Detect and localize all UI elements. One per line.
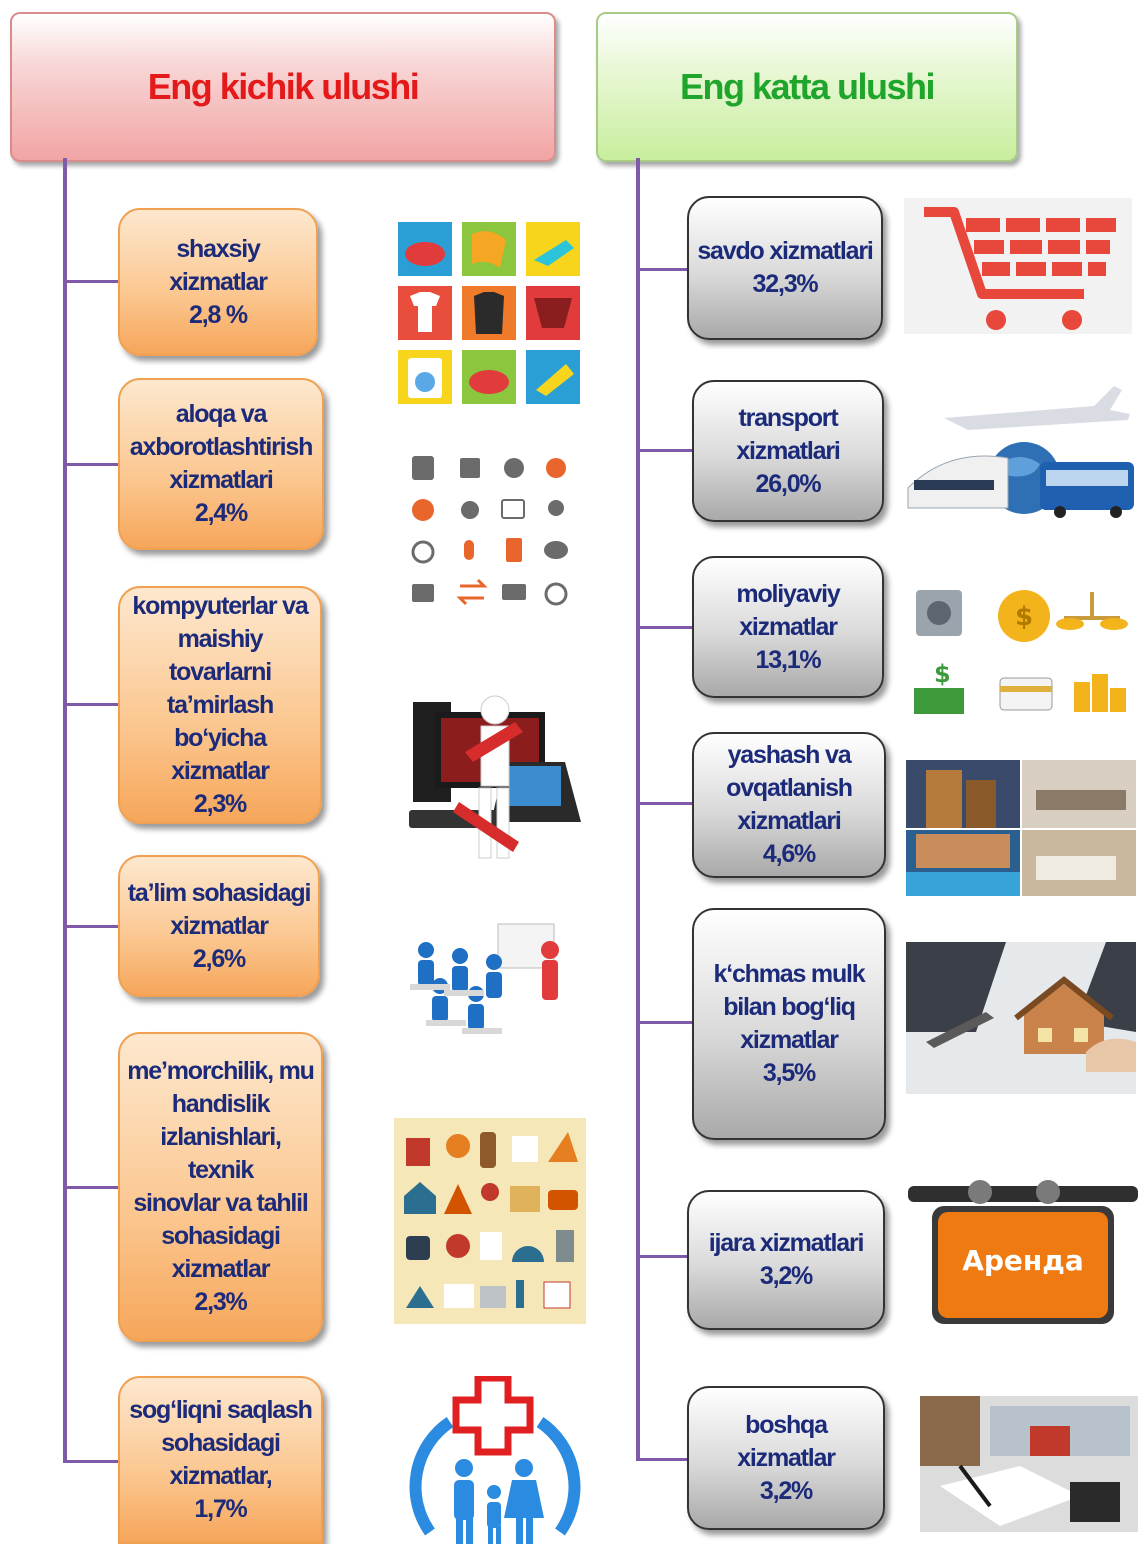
category-label: xizmatlar,: [169, 1462, 273, 1490]
category-label: transport: [738, 403, 839, 432]
category-box-transport: transport xizmatlari 26,0%: [692, 380, 884, 522]
category-box-rent: ijara xizmatlari 3,2%: [687, 1190, 885, 1330]
category-label: yashash va: [727, 741, 852, 769]
communication-icons: [411, 456, 568, 606]
rent-sign-icon: Аренда: [908, 1180, 1138, 1324]
category-label: sinovlar va tahlil: [133, 1189, 309, 1217]
category-share: 26,0%: [755, 469, 822, 498]
category-share: 1,7%: [194, 1495, 247, 1523]
shopping-cart-icon: [904, 198, 1132, 334]
real-estate-icon: [906, 942, 1136, 1094]
left-connector-branch: [63, 703, 120, 706]
laundry-services-icon: [398, 222, 580, 404]
category-box-trade: savdo xizmatlari 32,3%: [687, 196, 883, 340]
category-label: izlanishlari, texnik: [160, 1123, 282, 1184]
category-label: sohasidagi: [161, 1429, 281, 1457]
healthcare-family-icon: [409, 1376, 581, 1544]
category-share: 3,2%: [759, 1262, 813, 1290]
category-share: 2,8 %: [189, 300, 248, 329]
rent-sign-text: Аренда: [962, 1244, 1084, 1277]
right-connector-branch: [636, 626, 692, 629]
left-connector-branch: [63, 280, 120, 283]
category-label: xizmatlar: [740, 1026, 839, 1054]
right-connector-branch: [636, 449, 692, 452]
category-label: xizmatlar: [739, 612, 838, 641]
category-label: savdo xizmatlari: [697, 237, 874, 265]
left-connector-vertical: [63, 158, 67, 1463]
category-label: xizmatlari: [737, 807, 842, 835]
right-connector-branch: [636, 1255, 688, 1258]
left-connector-branch: [63, 925, 120, 928]
category-box-repair: kompyuterlar va maishiy tovarlarni ta’mi…: [118, 586, 322, 824]
category-label: aloqa va: [175, 400, 268, 428]
category-label: ovqatlanish: [726, 774, 853, 802]
category-share: 3,5%: [762, 1059, 816, 1087]
category-label: sog‘liqni saqlash: [129, 1396, 313, 1424]
svg-text:$: $: [934, 660, 951, 688]
category-label: boshqa xizmatlar: [737, 1410, 836, 1472]
category-box-communication: aloqa va axborotlashtirish xizmatlari 2,…: [118, 378, 324, 550]
category-label: maishiy tovarlarni: [169, 624, 272, 686]
header-smallest-share-title: Eng kichik ulushi: [147, 66, 420, 107]
architecture-icons: [394, 1118, 586, 1324]
right-connector-branch: [636, 802, 692, 805]
hotel-photos: [906, 760, 1136, 896]
right-connector-branch: [636, 1021, 692, 1024]
category-box-healthcare: sog‘liqni saqlash sohasidagi xizmatlar, …: [118, 1376, 323, 1544]
category-share: 2,4%: [194, 499, 248, 527]
category-box-accommodation: yashash va ovqatlanish xizmatlari 4,6%: [692, 732, 886, 878]
office-desk-icon: [920, 1396, 1138, 1532]
finance-icons: $ $: [914, 590, 1128, 714]
category-box-other: boshqa xizmatlar 3,2%: [687, 1386, 885, 1530]
category-label: ta’mirlash: [166, 690, 274, 719]
svg-text:$: $: [1015, 602, 1033, 632]
category-label: moliyaviy: [736, 579, 840, 608]
category-box-education: ta’lim sohasidagi xizmatlar 2,6%: [118, 855, 320, 997]
category-label: xizmatlari: [736, 436, 841, 465]
header-largest-share-title: Eng katta ulushi: [679, 66, 936, 107]
category-share: 13,1%: [755, 645, 822, 674]
category-share: 2,3%: [194, 1288, 247, 1316]
right-connector-branch: [636, 268, 688, 271]
category-label: xizmatlar: [171, 1255, 271, 1283]
category-label: bo‘yicha xizmatlar: [171, 723, 270, 785]
left-connector-branch: [63, 463, 120, 466]
category-label: shaxsiy xizmatlar: [169, 234, 268, 296]
category-box-real-estate: k‘chmas mulk bilan bog‘liq xizmatlar 3,5…: [692, 908, 886, 1140]
category-label: ijara xizmatlari: [708, 1229, 865, 1257]
transport-icon: [907, 386, 1134, 518]
category-label: ta’lim sohasidagi: [127, 878, 312, 907]
category-label: k‘chmas mulk: [713, 960, 866, 988]
category-label: xizmatlar: [170, 911, 269, 940]
header-largest-share: Eng katta ulushi: [596, 12, 1018, 162]
category-label: me’morchilik, mu: [127, 1057, 315, 1085]
header-smallest-share: Eng kichik ulushi: [10, 12, 556, 162]
category-share: 32,3%: [752, 270, 819, 298]
category-share: 2,3%: [193, 789, 247, 818]
left-connector-branch: [63, 1186, 120, 1189]
category-label: handislik: [171, 1090, 271, 1118]
category-box-finance: moliyaviy xizmatlar 13,1%: [692, 556, 884, 698]
category-share: 2,6%: [192, 944, 246, 973]
category-label: xizmatlari: [169, 466, 274, 494]
left-connector-branch: [63, 1460, 120, 1463]
category-label: bilan bog‘liq: [723, 993, 856, 1021]
category-label: kompyuterlar va: [132, 591, 308, 620]
computer-repair-icon: [409, 695, 581, 859]
category-box-personal-services: shaxsiy xizmatlar 2,8 %: [118, 208, 318, 356]
category-share: 3,2%: [759, 1476, 813, 1505]
category-label: sohasidagi: [161, 1222, 281, 1250]
classroom-icon: [410, 923, 559, 1034]
category-label: axborotlashtirish: [129, 433, 314, 461]
category-box-architecture: me’morchilik, mu handislik izlanishlari,…: [118, 1032, 323, 1342]
right-connector-branch: [636, 1458, 688, 1461]
category-share: 4,6%: [762, 840, 816, 868]
right-connector-vertical: [636, 158, 640, 1461]
